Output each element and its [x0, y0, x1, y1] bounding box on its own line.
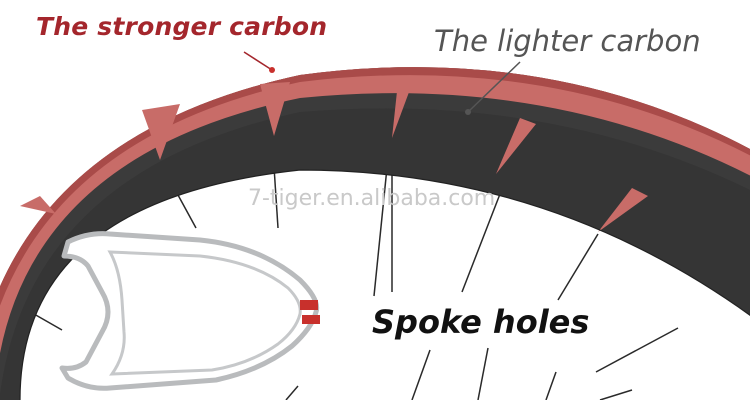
reinforcement-patch	[598, 188, 648, 232]
spoke	[557, 233, 599, 301]
profile-reinforcement-mark	[302, 315, 320, 324]
stronger-carbon-label: The stronger carbon	[36, 12, 328, 41]
rim	[0, 67, 750, 400]
rim-profile	[59, 231, 320, 391]
spoke	[461, 193, 501, 293]
spoke-hole-reinforcements	[20, 82, 648, 232]
leader-lines	[243, 51, 521, 115]
reinforcement-patch	[496, 118, 536, 174]
spoke	[411, 349, 431, 400]
spoke	[477, 347, 489, 400]
spoke	[595, 327, 679, 373]
spoke-holes-label: Spoke holes	[372, 303, 590, 341]
spoke	[599, 389, 633, 400]
reinforcement-patch	[392, 82, 412, 138]
watermark-text: 7-tiger.en.alibaba.com	[248, 186, 496, 211]
spoke	[285, 385, 299, 400]
profile-reinforcement-mark	[300, 300, 318, 310]
lighter-carbon-label: The lighter carbon	[434, 24, 701, 58]
spoke	[545, 371, 557, 400]
reinforcement-patch	[20, 196, 56, 214]
reinforcement-patch	[260, 82, 290, 136]
reinforcement-patch	[142, 104, 180, 160]
